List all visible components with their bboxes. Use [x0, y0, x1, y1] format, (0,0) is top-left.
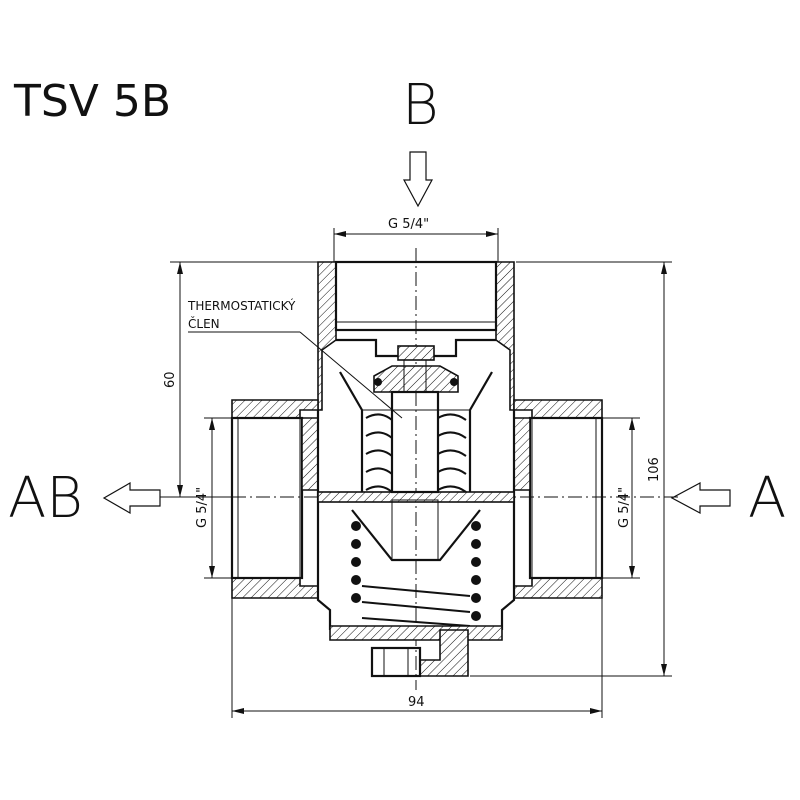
dimension-top-thread-label: G 5/4" — [388, 217, 429, 232]
thermostatic-element — [329, 345, 503, 678]
dimension-left-thread-label: G 5/4" — [195, 487, 210, 528]
dimension-top-thread: G 5/4" — [333, 217, 499, 262]
dimension-left-thread: G 5/4" — [195, 417, 232, 579]
drawing-title: TSV 5B — [13, 76, 171, 127]
port-label-b: B — [402, 73, 439, 138]
lower-spring-right — [471, 521, 481, 621]
dimension-height-upper-label: 60 — [163, 371, 178, 388]
callout-line-2: ČLEN — [188, 316, 220, 331]
flow-arrow-b-icon — [402, 151, 434, 208]
dimension-height-total: 106 — [470, 261, 672, 677]
dimension-height-total-label: 106 — [647, 457, 662, 482]
dimension-right-thread: G 5/4" — [600, 417, 640, 579]
port-label-a: A — [748, 466, 786, 531]
callout-line-1: THERMOSTATICKÝ — [187, 298, 296, 313]
valve-body — [230, 260, 604, 630]
dimension-width-total-label: 94 — [408, 695, 425, 710]
dimension-right-thread-label: G 5/4" — [617, 487, 632, 528]
lower-spring-left — [351, 521, 361, 603]
flow-arrow-ab-icon — [102, 481, 161, 515]
dimension-height-upper: 60 — [163, 261, 320, 498]
flow-arrow-a-icon — [670, 481, 731, 515]
callout-thermostatic-element: THERMOSTATICKÝ ČLEN — [187, 298, 403, 419]
port-label-ab: AB — [8, 466, 83, 531]
dimension-width-total: 94 — [231, 598, 603, 718]
